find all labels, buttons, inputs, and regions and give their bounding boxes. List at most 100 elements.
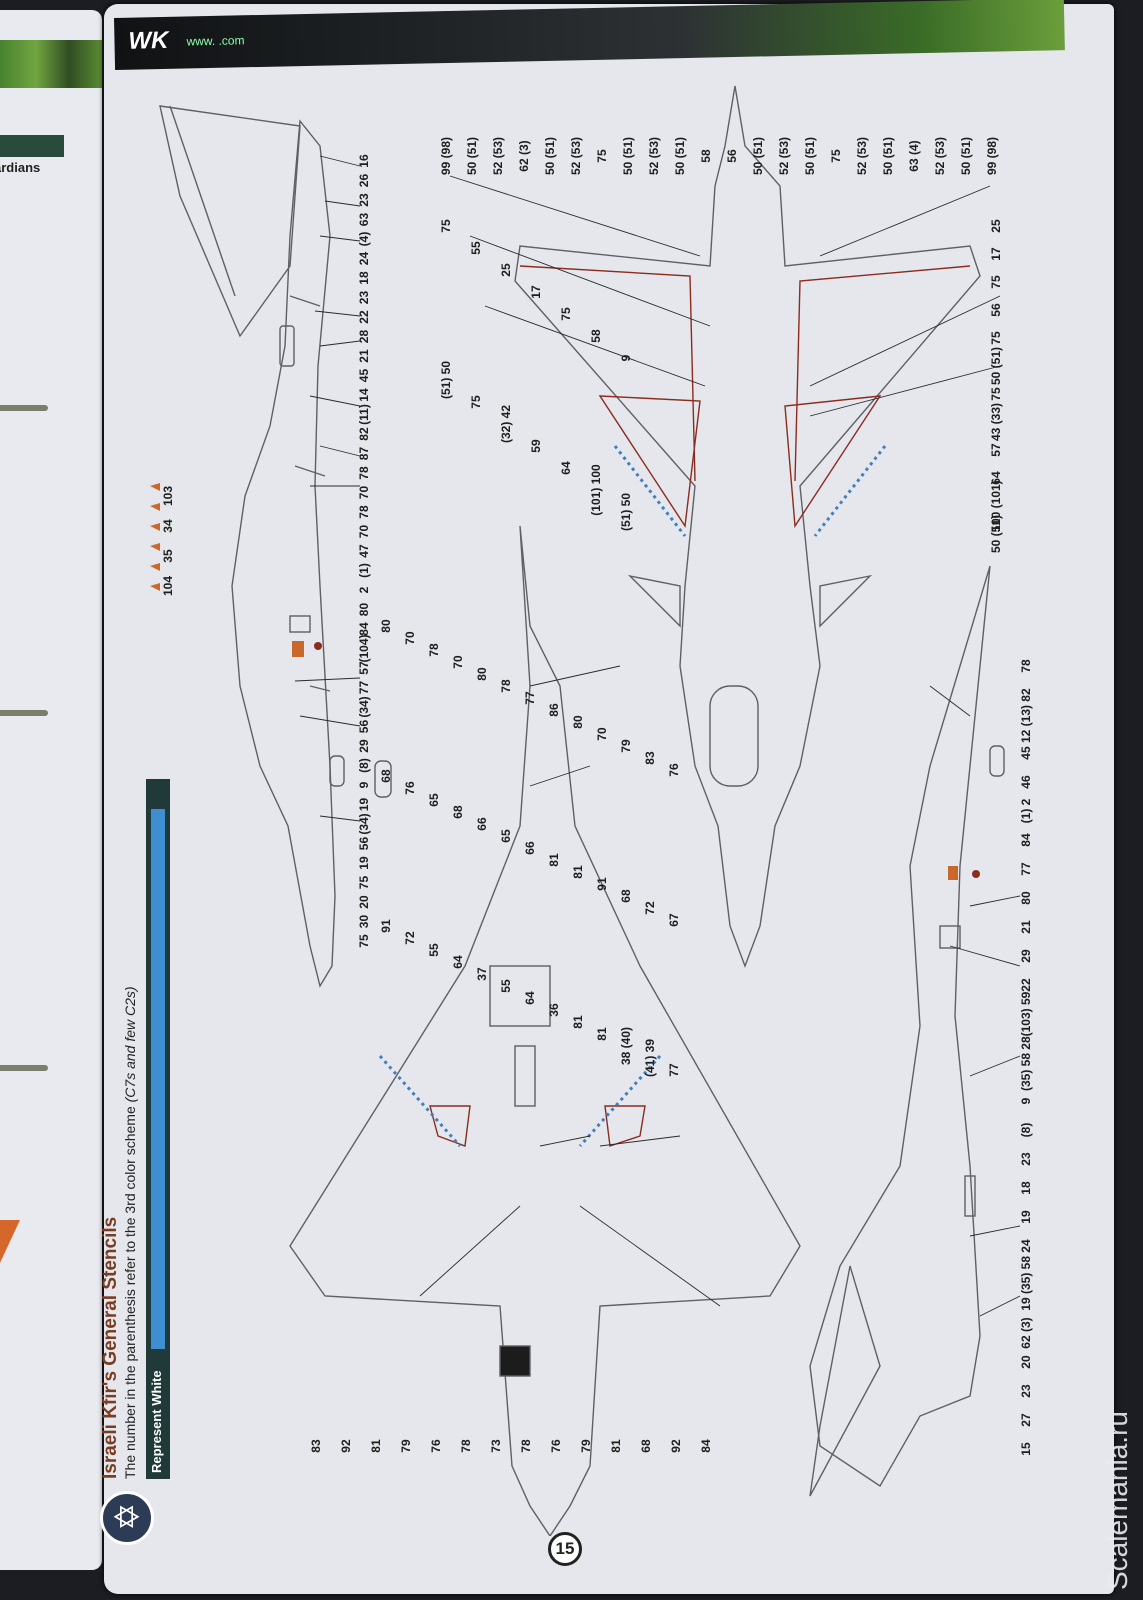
callout-bottom-view: 78 [427,643,441,657]
callout-bottom-view: 76 [667,763,681,777]
callout-bottom-view: 79 [619,739,633,753]
callout-top-view: 75 [595,149,609,163]
callout-top-view: 50 (51) [881,137,895,175]
stencil-code: 35 [161,549,175,563]
callout-top-view: 56 [989,303,1003,317]
callout-side-left: (8) [357,758,371,773]
callout-side-right: 19 [1019,1297,1033,1311]
callout-side-left: 23 [357,291,371,305]
callout-side-left: 63 [357,213,371,227]
callout-bottom-view: 91 [379,919,393,933]
callout-side-left: 29 [357,739,371,753]
callout-side-left: 70 [357,486,371,500]
callout-bottom-view: 80 [379,619,393,633]
callout-bottom-view: 68 [639,1439,653,1453]
callout-side-left: 56 [357,837,371,851]
callout-side-left: (11) [357,404,371,425]
callout-top-view: (51) 50 [439,361,453,399]
callout-top-view: 75 [989,331,1003,345]
callout-side-left: 9 [357,781,371,788]
callout-top-view: 64 [989,471,1003,485]
callout-top-view: 50 (51) [989,347,1003,385]
callout-bottom-view: 81 [609,1439,623,1453]
callout-bottom-view: 79 [399,1439,413,1453]
callout-top-view: 75 [989,387,1003,401]
callout-bottom-view: 68 [379,769,393,783]
callout-side-right: 12 (13) [1019,705,1033,743]
section-bar [0,135,64,157]
camo-strip [0,40,102,88]
callout-top-view: 100 (101) [989,480,1003,531]
callout-top-view: 52 (53) [491,137,505,175]
callout-side-left: 19 [357,798,371,812]
callout-side-left: 21 [357,349,371,363]
callout-top-view: 62 (3) [517,140,531,171]
bottom-view [289,525,801,1536]
callout-top-view: 50 (51) [465,137,479,175]
callout-side-right: 15 [1019,1442,1033,1456]
callout-top-view: 75 [439,219,453,233]
callout-side-left: (104) [357,634,371,662]
callout-bottom-view: 72 [403,931,417,945]
callout-bottom-view: 81 [571,865,585,879]
callout-top-view: 75 [989,275,1003,289]
callout-bottom-view: 81 [571,1015,585,1029]
callout-side-right: (35) 58 [1019,1053,1033,1091]
callout-bottom-view: 78 [459,1439,473,1453]
callout-bottom-view: 76 [549,1439,563,1453]
callout-top-view: 58 [699,149,713,163]
callout-bottom-view: 78 [499,679,513,693]
callout-bottom-view: 70 [403,631,417,645]
callout-side-left: 87 [357,447,371,461]
callout-bottom-view: 67 [667,913,681,927]
callout-top-view: 50 (51) [803,137,817,175]
callout-side-right: 23 [1019,1152,1033,1166]
color-chip [0,1220,20,1280]
callout-bottom-view: 78 [519,1439,533,1453]
callout-bottom-view: 84 [699,1439,713,1453]
stencil-code: 34 [161,519,175,533]
callout-bottom-view: 38 (40) [619,1027,633,1065]
callout-top-view: 52 (53) [777,137,791,175]
callout-top-view: 9 [619,354,633,361]
callout-bottom-view: 37 [475,967,489,981]
callout-side-right: 18 [1019,1181,1033,1195]
callout-side-left: 24 [357,252,371,266]
legend-label: Represent White [149,1370,164,1473]
callout-top-view: 99 (98) [439,137,453,175]
callout-bottom-view: 92 [339,1439,353,1453]
callout-bottom-view: 81 [547,853,561,867]
callout-side-left: 22 [357,310,371,324]
callout-side-left: 28 [357,330,371,344]
callout-side-left: 19 [357,856,371,870]
roundel-icon: ✡ [100,1491,154,1545]
aircraft-fragment [0,710,48,716]
callout-bottom-view: 55 [427,943,441,957]
callout-side-right: 27 [1019,1413,1033,1427]
callout-side-left: 70 [357,525,371,539]
callout-side-left: 84 [357,622,371,636]
callout-bottom-view: 72 [643,901,657,915]
callout-top-view: 25 [989,219,1003,233]
callout-bottom-view: 81 [369,1439,383,1453]
callout-bottom-view: 91 [595,877,609,891]
callout-side-right: (103) 59 [1019,991,1033,1036]
callout-bottom-view: 68 [619,889,633,903]
callout-side-left: 80 [357,603,371,617]
callout-bottom-view: 70 [595,727,609,741]
callout-bottom-view: 92 [669,1439,683,1453]
callout-bottom-view: 86 [547,703,561,717]
aircraft-fragment [0,1065,48,1071]
color-legend: Represent White [146,779,170,1479]
callout-top-view: 52 (53) [855,137,869,175]
callout-side-right: 84 [1019,833,1033,847]
callout-side-right: 22 [1019,978,1033,992]
side-view-right [809,565,1005,1497]
callout-top-view: 52 (53) [933,137,947,175]
callout-side-left: (4) [357,232,371,247]
callout-bottom-view: 81 [595,1027,609,1041]
callout-top-view: 50 (51) [989,515,1003,553]
callout-side-right: (1) 2 [1019,798,1033,823]
callout-side-right: 80 [1019,891,1033,905]
callout-top-view: 50 (51) [621,137,635,175]
